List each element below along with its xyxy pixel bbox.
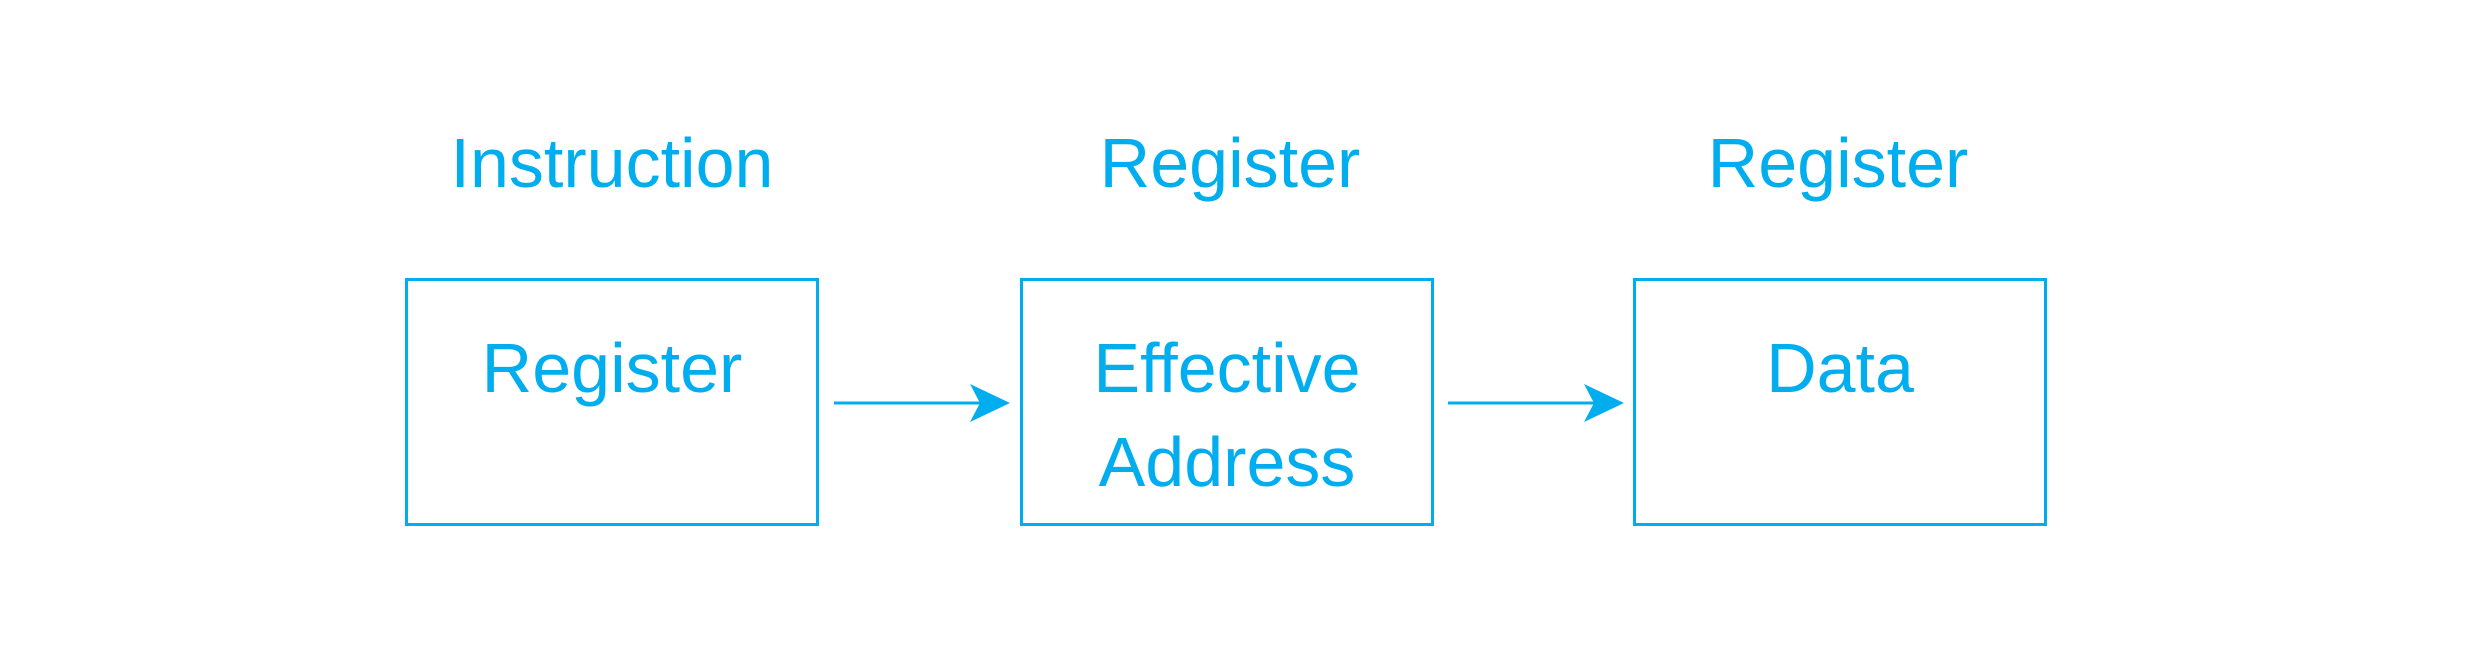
box-2-line-1: Effective xyxy=(1093,329,1361,407)
box-2-line-2: Address xyxy=(1098,423,1356,501)
arrow-2 xyxy=(1448,384,1624,422)
effective-address-box: Effective Address xyxy=(1020,278,1434,526)
column-1-heading: Instruction xyxy=(450,124,774,202)
instruction-register-box: Register xyxy=(405,278,819,526)
box-1-line-1: Register xyxy=(481,329,743,407)
box-3-line-1: Data xyxy=(1766,329,1914,407)
column-2-heading: Register xyxy=(1099,124,1361,202)
data-box: Data xyxy=(1633,278,2047,526)
column-3-heading: Register xyxy=(1707,124,1969,202)
arrow-1 xyxy=(834,384,1010,422)
